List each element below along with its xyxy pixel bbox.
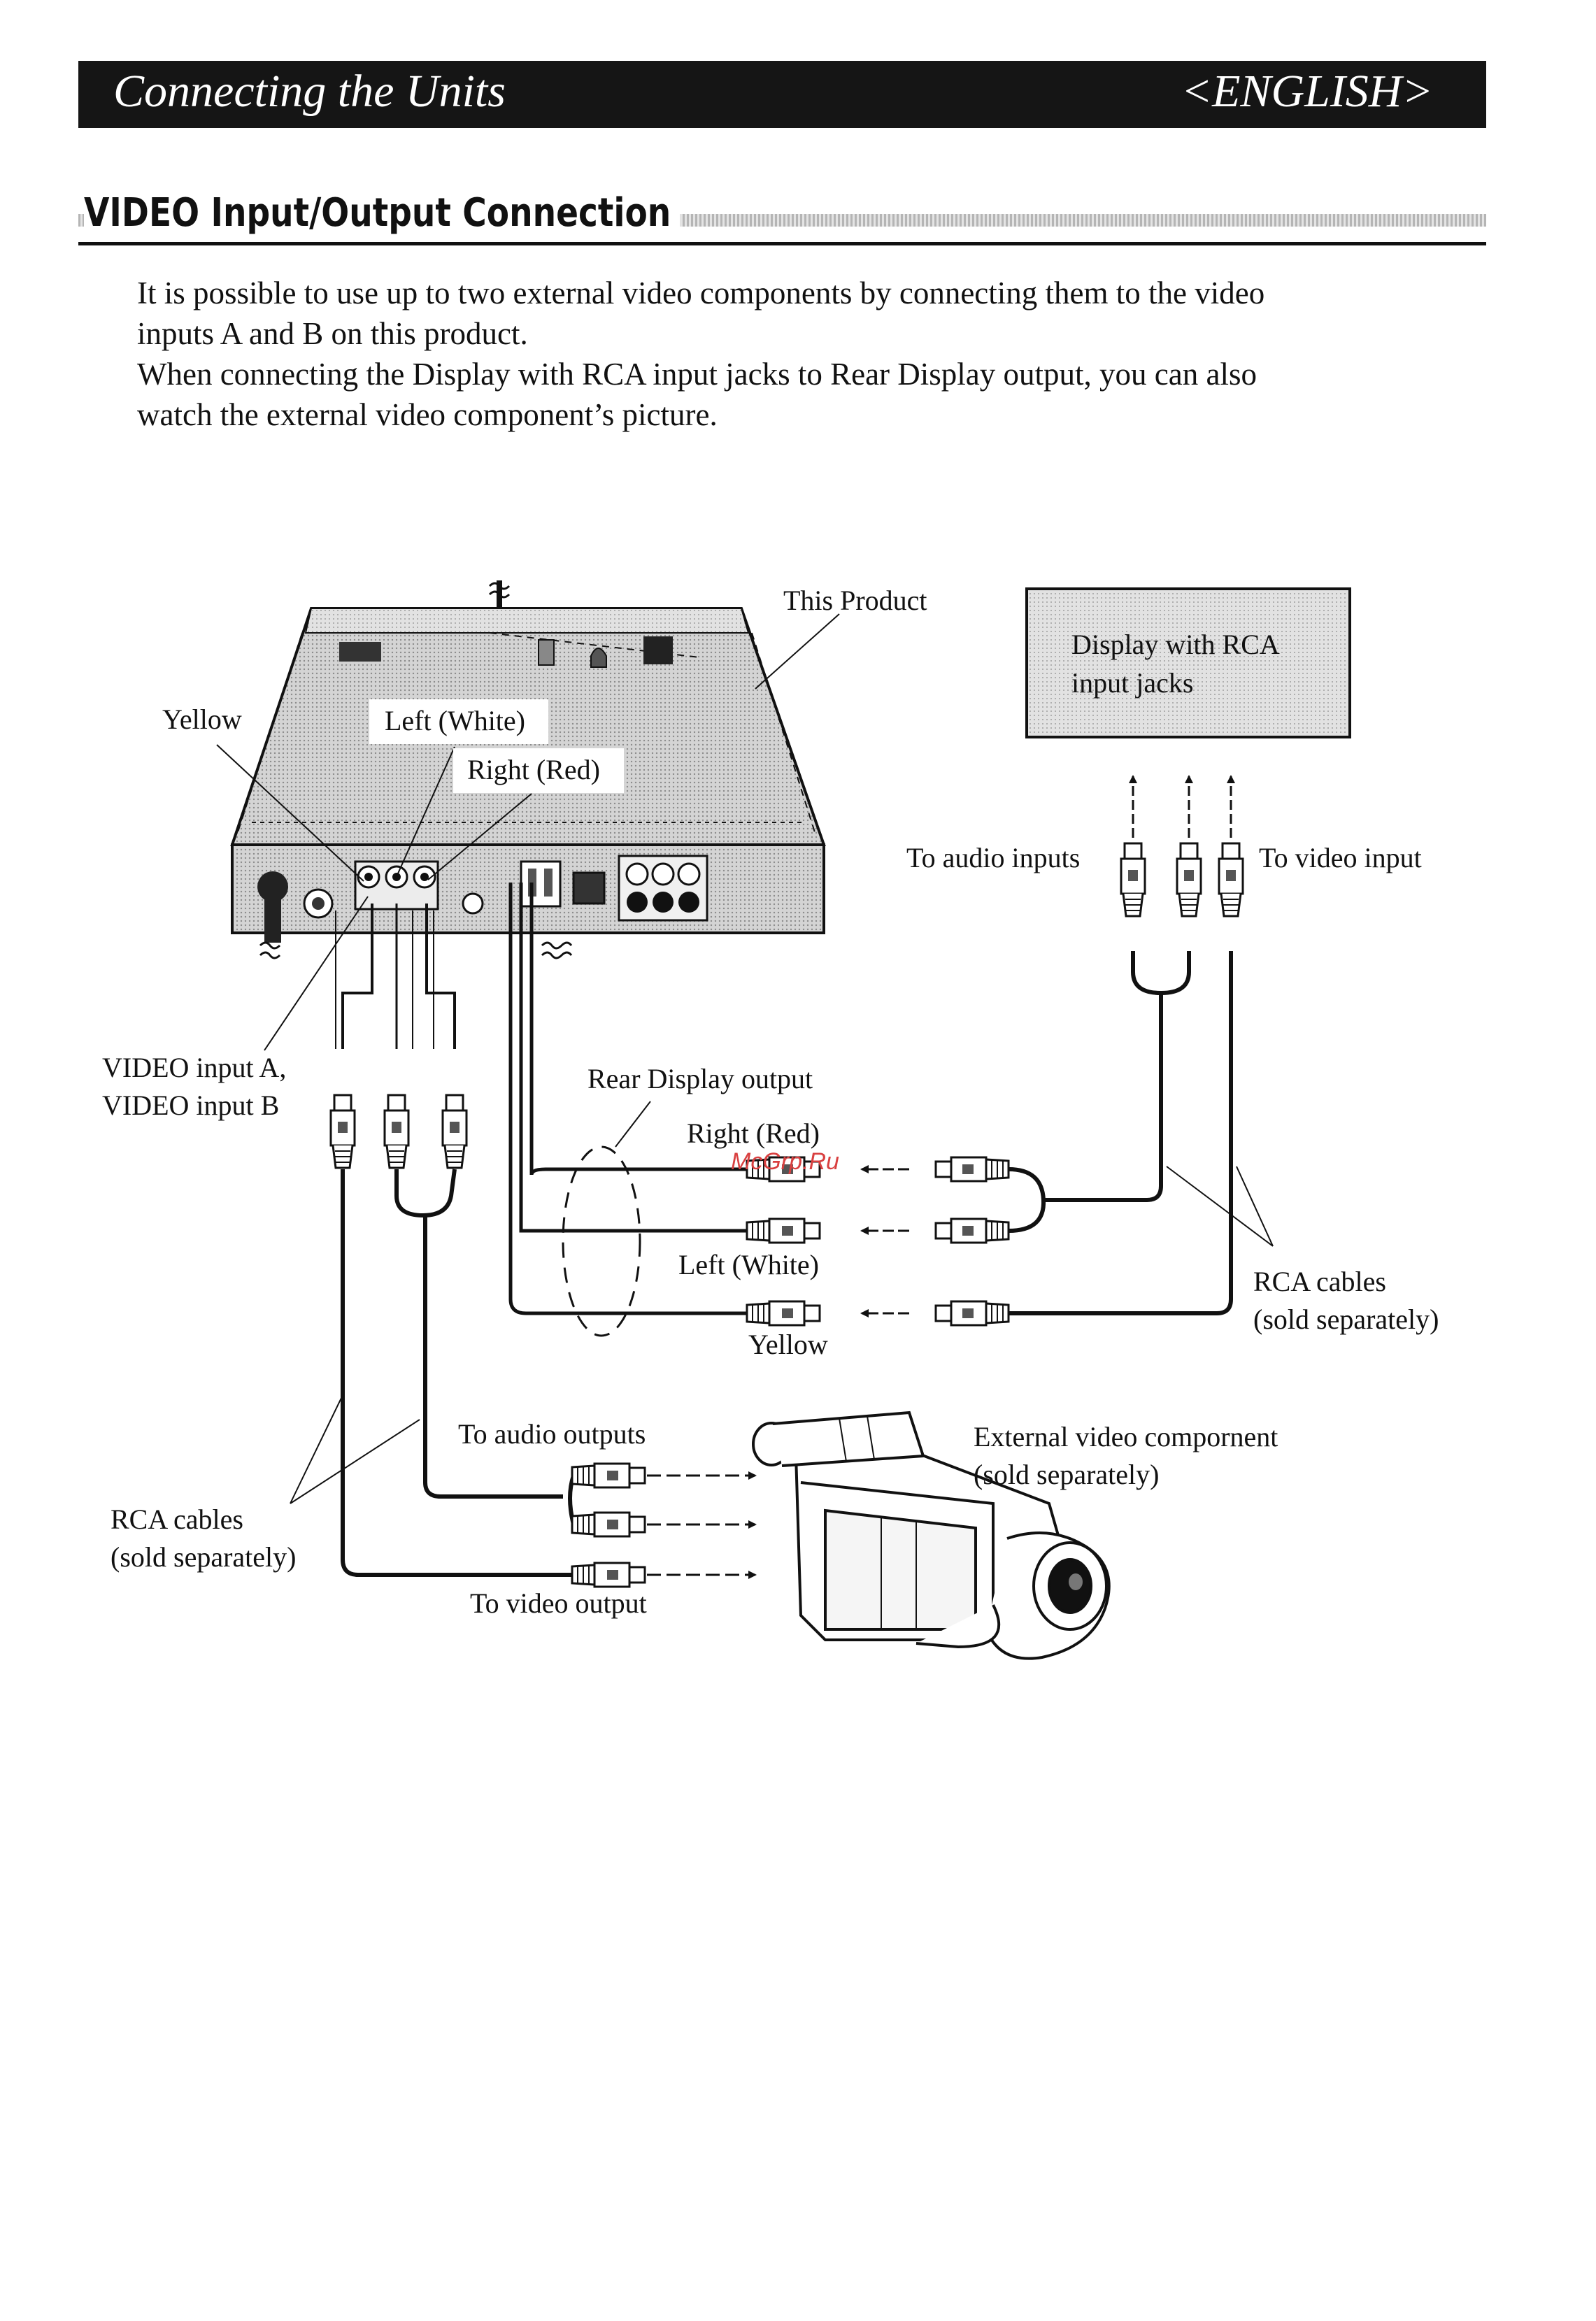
label-this-product: This Product — [783, 585, 927, 616]
label-left-white-top: Left (White) — [385, 705, 525, 736]
label-yellow-top: Yellow — [162, 704, 242, 735]
plug-display-video — [934, 1300, 1010, 1327]
plug-display-audio-2 — [1176, 842, 1202, 917]
plug-video-input — [329, 1094, 356, 1169]
plug-display-audio-1 — [1120, 842, 1146, 917]
camcorder — [752, 1411, 1111, 1660]
header-bar: Connecting the Units <ENGLISH> — [78, 61, 1486, 128]
label-rca-cables-left-1: RCA cables — [111, 1504, 243, 1535]
label-rca-cables-right-1: RCA cables — [1253, 1266, 1386, 1297]
label-display-line2: input jacks — [1071, 667, 1193, 699]
plug-rear-left — [746, 1217, 821, 1244]
label-external-video-1: External video compornent — [974, 1421, 1278, 1452]
display-arrows — [1129, 775, 1235, 838]
intro-line: inputs A and B on this product. — [137, 316, 528, 351]
intro-line: When connecting the Display with RCA inp… — [137, 357, 1257, 392]
intro-text: It is possible to use up to two external… — [137, 273, 1452, 435]
plug-display-video-in — [1218, 842, 1244, 917]
plug-display-left — [934, 1217, 1010, 1244]
rear-output-cables — [508, 883, 748, 1315]
out-arrows — [647, 1471, 757, 1579]
section-rule — [78, 242, 1486, 245]
intro-line: It is possible to use up to two external… — [137, 276, 1265, 310]
label-display-line1: Display with RCA — [1071, 629, 1280, 660]
display-cables — [1008, 951, 1233, 1315]
label-external-video-2: (sold separately) — [974, 1459, 1159, 1490]
plug-display-right — [934, 1156, 1010, 1183]
plug-audio-left-input — [383, 1094, 410, 1169]
label-to-audio-inputs: To audio inputs — [906, 842, 1080, 873]
label-to-video-input: To video input — [1259, 842, 1422, 873]
section-heading-block: VIDEO Input/Output Connection — [78, 190, 1486, 246]
rear-arrows — [860, 1165, 909, 1317]
right-red-box — [453, 748, 624, 793]
plug-audio-out-2 — [571, 1511, 646, 1538]
label-rca-cables-left-2: (sold separately) — [111, 1541, 296, 1573]
section-heading: VIDEO Input/Output Connection — [84, 190, 681, 236]
plug-rear-video — [746, 1300, 821, 1327]
plug-audio-right-input — [441, 1094, 468, 1169]
intro-line: watch the external video component’s pic… — [137, 397, 718, 432]
label-video-input-a: VIDEO input A, — [102, 1052, 286, 1083]
label-video-input-b: VIDEO input B — [102, 1090, 279, 1121]
label-left-white: Left (White) — [678, 1249, 819, 1280]
plug-video-out — [571, 1562, 646, 1588]
label-right-red-top: Right (Red) — [467, 754, 600, 785]
label-to-video-output: To video output — [470, 1587, 647, 1619]
label-yellow: Yellow — [748, 1329, 828, 1360]
page-title: Connecting the Units — [113, 66, 506, 117]
leader-lines — [216, 613, 1274, 1504]
label-right-red: Right (Red) — [687, 1117, 820, 1149]
input-cables — [335, 904, 456, 1049]
plug-audio-out-1 — [571, 1462, 646, 1489]
watermark: McGrp.Ru — [731, 1148, 839, 1175]
left-white-box — [369, 699, 548, 744]
display-box — [1025, 587, 1351, 738]
label-rca-cables-right-2: (sold separately) — [1253, 1304, 1439, 1335]
language-label: <ENGLISH> — [1181, 66, 1433, 117]
label-rear-display-output: Rear Display output — [587, 1063, 813, 1094]
label-to-audio-outputs: To audio outputs — [458, 1418, 646, 1450]
output-group-ellipse — [562, 1145, 641, 1337]
